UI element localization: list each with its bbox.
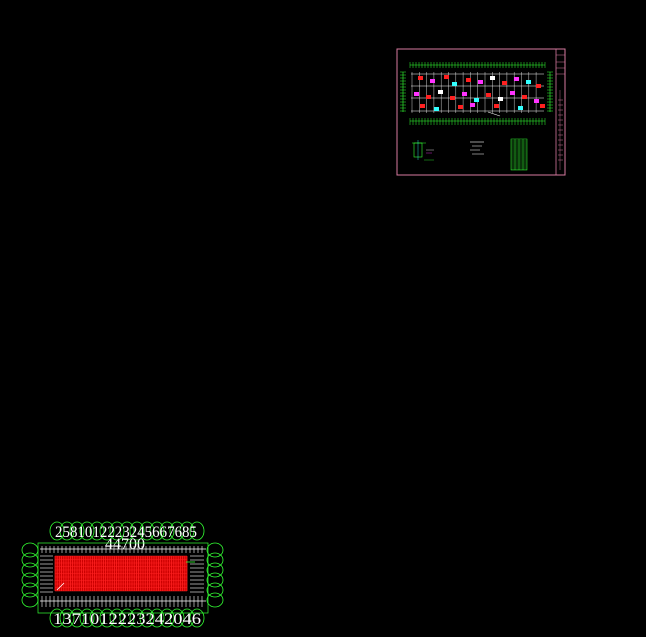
plan-grid-body bbox=[37, 542, 209, 614]
drawing-sheet[interactable] bbox=[396, 48, 566, 176]
sheet-border bbox=[396, 48, 566, 176]
title-block bbox=[556, 54, 565, 170]
dimension-label: 44700 bbox=[105, 536, 145, 553]
top-axis-numbers: 2581012223245667685 bbox=[55, 524, 197, 541]
bottom-axis-numbers: 1371012223242046 bbox=[53, 611, 201, 628]
detail-section bbox=[412, 140, 434, 161]
schedule-table bbox=[510, 138, 528, 171]
plan-thumbnail[interactable]: 2581012223245667685 44700 13710122232420… bbox=[21, 521, 224, 628]
axis-bubbles bbox=[21, 521, 224, 628]
floor-plan bbox=[400, 62, 553, 125]
general-notes bbox=[470, 141, 484, 155]
